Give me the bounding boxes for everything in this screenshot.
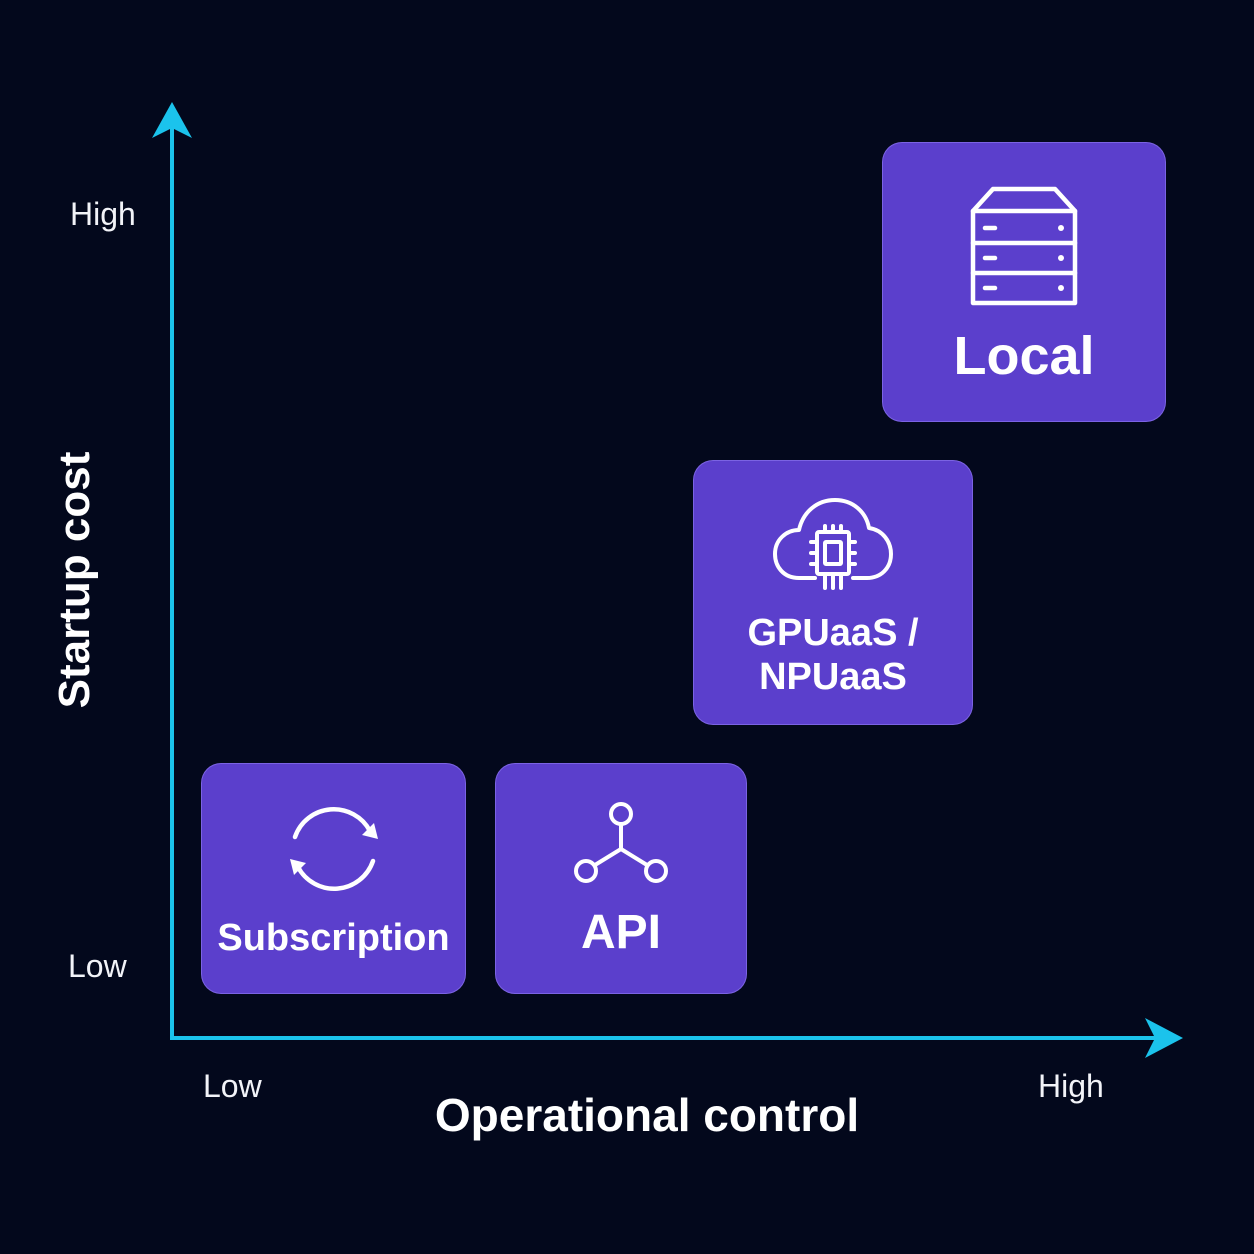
option-card-gpuaas-npuaas: GPUaaS / NPUaaS bbox=[693, 460, 973, 725]
x-axis-low-label: Low bbox=[203, 1068, 262, 1104]
option-label-local: Local bbox=[953, 325, 1095, 386]
x-axis-arrowhead bbox=[1145, 1018, 1183, 1058]
option-card-local: Local bbox=[882, 142, 1166, 422]
option-card-subscription: Subscription bbox=[201, 763, 466, 994]
y-axis-high-label: High bbox=[70, 196, 136, 232]
y-axis-arrowhead bbox=[152, 102, 192, 138]
option-label-subscription: Subscription bbox=[217, 916, 450, 959]
api-nodes-icon bbox=[574, 801, 668, 883]
cloud-chip-icon bbox=[773, 497, 893, 590]
refresh-cycle-icon bbox=[289, 806, 378, 891]
option-card-api: API bbox=[495, 763, 747, 994]
option-label-gpuaas-npuaas: GPUaaS / NPUaaS bbox=[747, 612, 918, 699]
option-label-npuaas: NPUaaS bbox=[759, 655, 907, 698]
y-axis-title: Startup cost bbox=[50, 451, 99, 709]
option-label-gpuaas: GPUaaS / bbox=[747, 611, 919, 654]
x-axis-title: Operational control bbox=[434, 1089, 860, 1141]
y-axis-low-label: Low bbox=[68, 948, 127, 984]
x-axis-high-label: High bbox=[1038, 1068, 1104, 1104]
server-icon bbox=[970, 186, 1078, 306]
option-label-api: API bbox=[580, 905, 661, 959]
